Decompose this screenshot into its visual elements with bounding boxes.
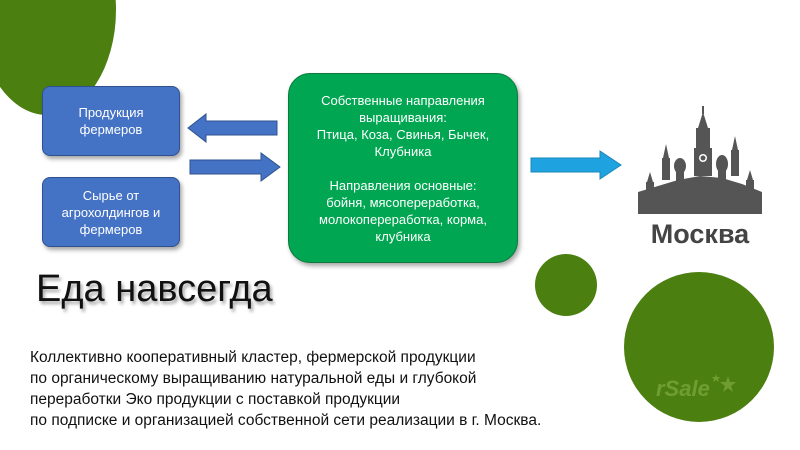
watermark-text: rSale — [656, 376, 710, 401]
decorative-circle-large — [624, 272, 774, 422]
decorative-circle-middle — [535, 254, 597, 316]
production-directions-box: Собственные направления выращивания: Пти… — [288, 73, 518, 263]
arrow-right-icon — [189, 152, 281, 182]
watermark-stars-icon: rSale — [656, 374, 736, 401]
arrow-right-icon — [530, 150, 622, 180]
arrow-left-icon — [187, 113, 278, 143]
project-description: Коллективно кооперативный кластер, ферме… — [30, 349, 542, 429]
raw-materials-box: Сырье от агрохолдингов и фермеров — [42, 177, 180, 247]
farm-products-box: Продукция фермеров — [42, 86, 180, 156]
city-label: Москва — [651, 219, 750, 249]
moscow-skyline-icon: Москва — [638, 106, 762, 249]
slide-title: Еда навсегда — [36, 268, 273, 310]
